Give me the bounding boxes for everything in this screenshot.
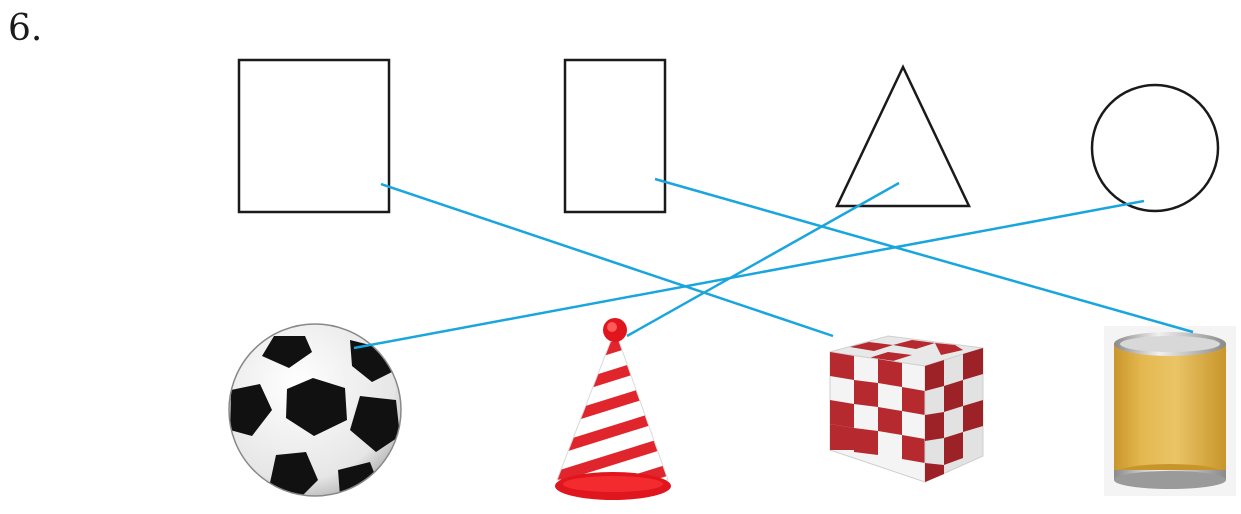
match-lines <box>353 177 1194 350</box>
match-line-circle-soccer-ball <box>353 199 1145 350</box>
match-line-square-checkered-cube <box>380 182 834 338</box>
match-line-rectangle-cylinder-can <box>654 177 1194 334</box>
square-shape <box>237 58 391 214</box>
triangle-shape <box>835 64 971 208</box>
circle-shape <box>1090 83 1220 213</box>
question-number: 6. <box>8 8 43 49</box>
soccer-ball-icon <box>228 323 402 497</box>
party-hat-icon <box>555 318 671 500</box>
match-line-triangle-party-hat <box>626 181 900 338</box>
cube-icon <box>829 335 984 483</box>
rectangle-shape <box>563 58 667 214</box>
cylinder-can-icon <box>1104 326 1236 496</box>
